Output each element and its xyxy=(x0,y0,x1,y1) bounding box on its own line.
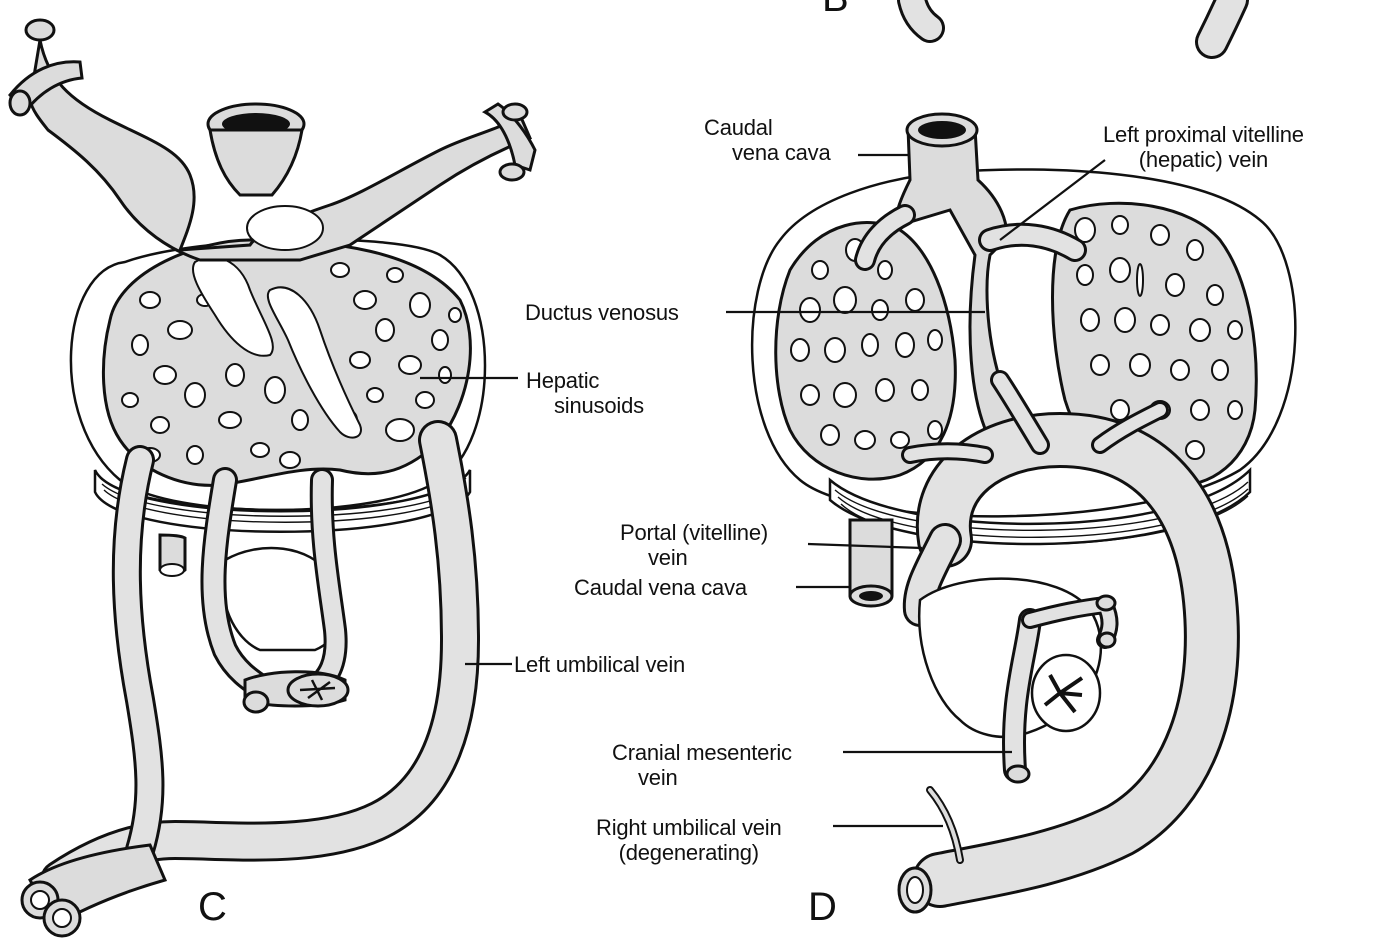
label-ductus-venosus: Ductus venosus xyxy=(525,300,679,325)
panel-letter-d: D xyxy=(808,885,837,930)
label-hepatic-sinusoids: Hepatic sinusoids xyxy=(526,368,644,418)
label-left-umbilical-vein: Left umbilical vein xyxy=(514,652,685,677)
panel-letter-b: B xyxy=(822,0,849,21)
top-fragment-vessels xyxy=(912,0,1232,42)
label-caudal-vena-cava-bottom: Caudal vena cava xyxy=(574,575,747,600)
label-caudal-vena-cava-top: Caudal vena cava xyxy=(704,115,831,165)
label-left-proximal-vitelline-vein: Left proximal vitelline (hepatic) vein xyxy=(1103,122,1304,172)
panel-d-drawing xyxy=(726,114,1295,912)
label-portal-vein: Portal (vitelline) vein xyxy=(620,520,768,570)
panel-letter-c: C xyxy=(198,885,227,930)
label-right-umbilical-vein: Right umbilical vein (degenerating) xyxy=(596,815,782,865)
label-cranial-mesenteric-vein: Cranial mesenteric vein xyxy=(612,740,792,790)
panel-c-drawing xyxy=(10,20,535,936)
